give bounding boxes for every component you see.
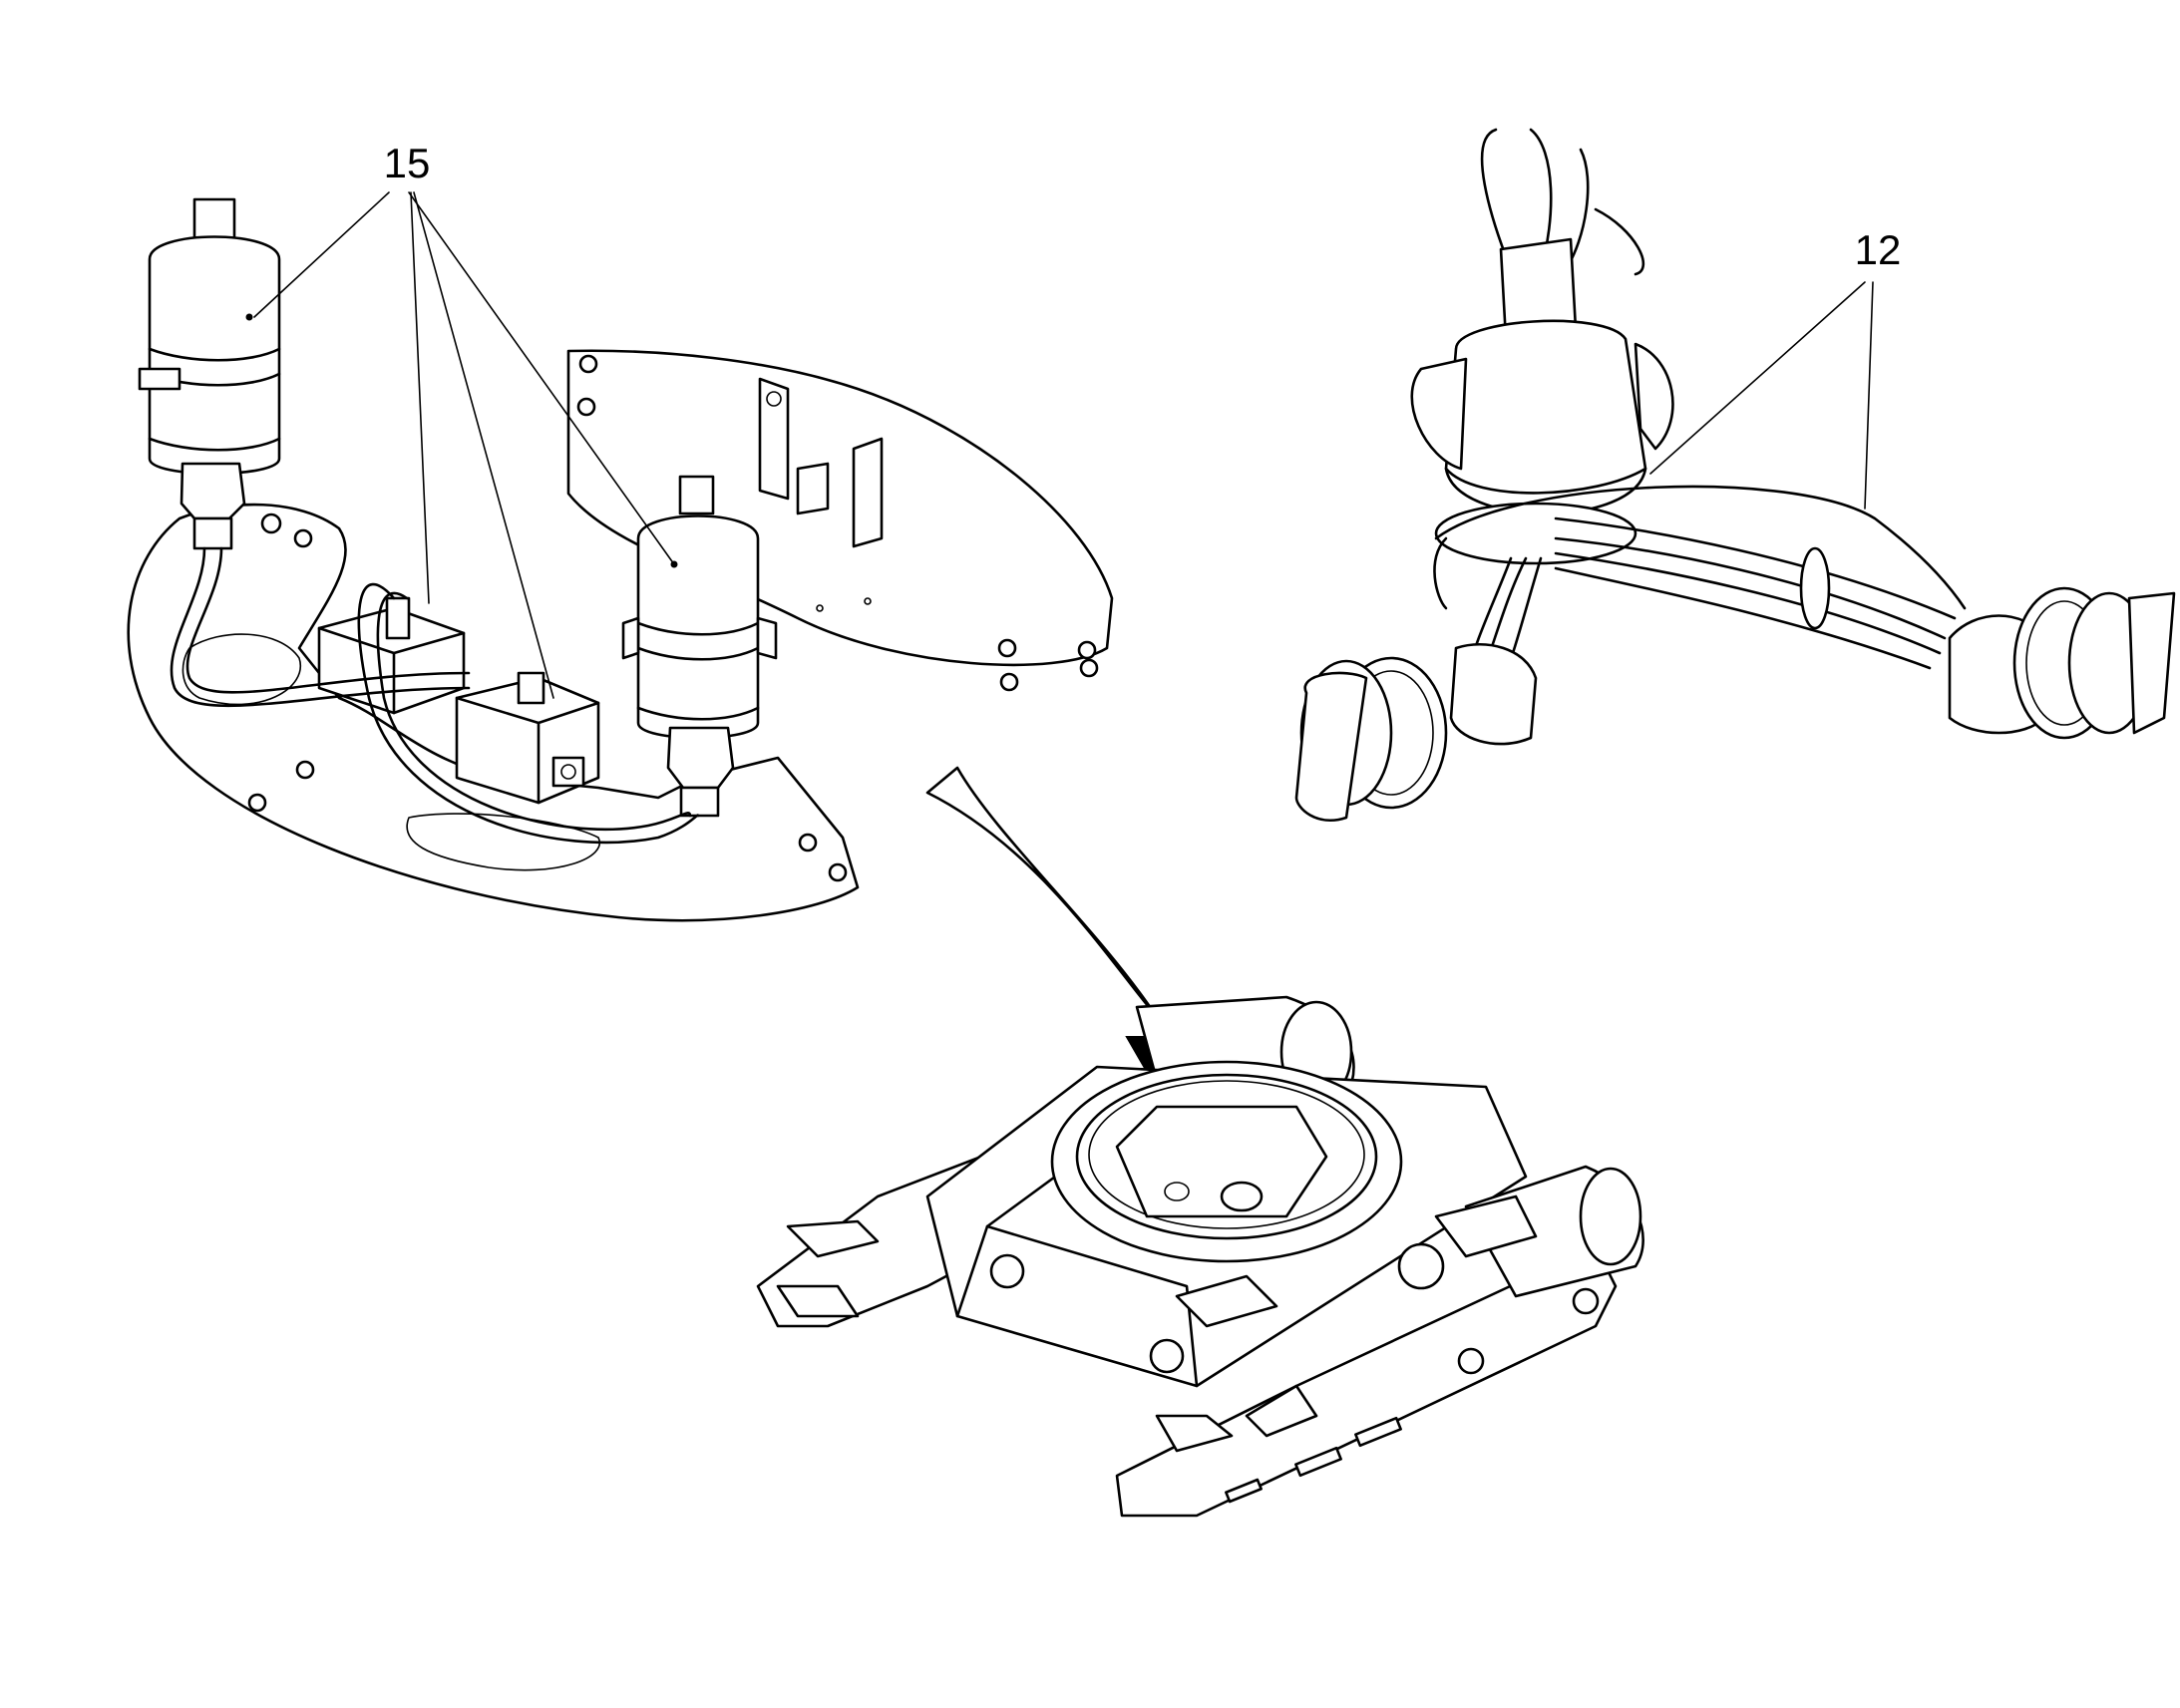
bolt-icon xyxy=(576,354,1099,692)
hydraulic-accumulator-assembly-icon xyxy=(127,197,1114,922)
callout-12: 12 xyxy=(1649,226,1902,510)
bolt-icon xyxy=(247,512,848,882)
callout-label-15: 15 xyxy=(384,140,431,186)
callout-15: 15 xyxy=(253,140,675,699)
callout-label-12: 12 xyxy=(1855,226,1902,273)
slew-ring-hose-harness-icon xyxy=(1294,128,2176,822)
leader-lines-15 xyxy=(253,191,675,699)
undercarriage-frame-icon xyxy=(756,995,1644,1518)
leader-lines-12 xyxy=(1649,281,1874,510)
